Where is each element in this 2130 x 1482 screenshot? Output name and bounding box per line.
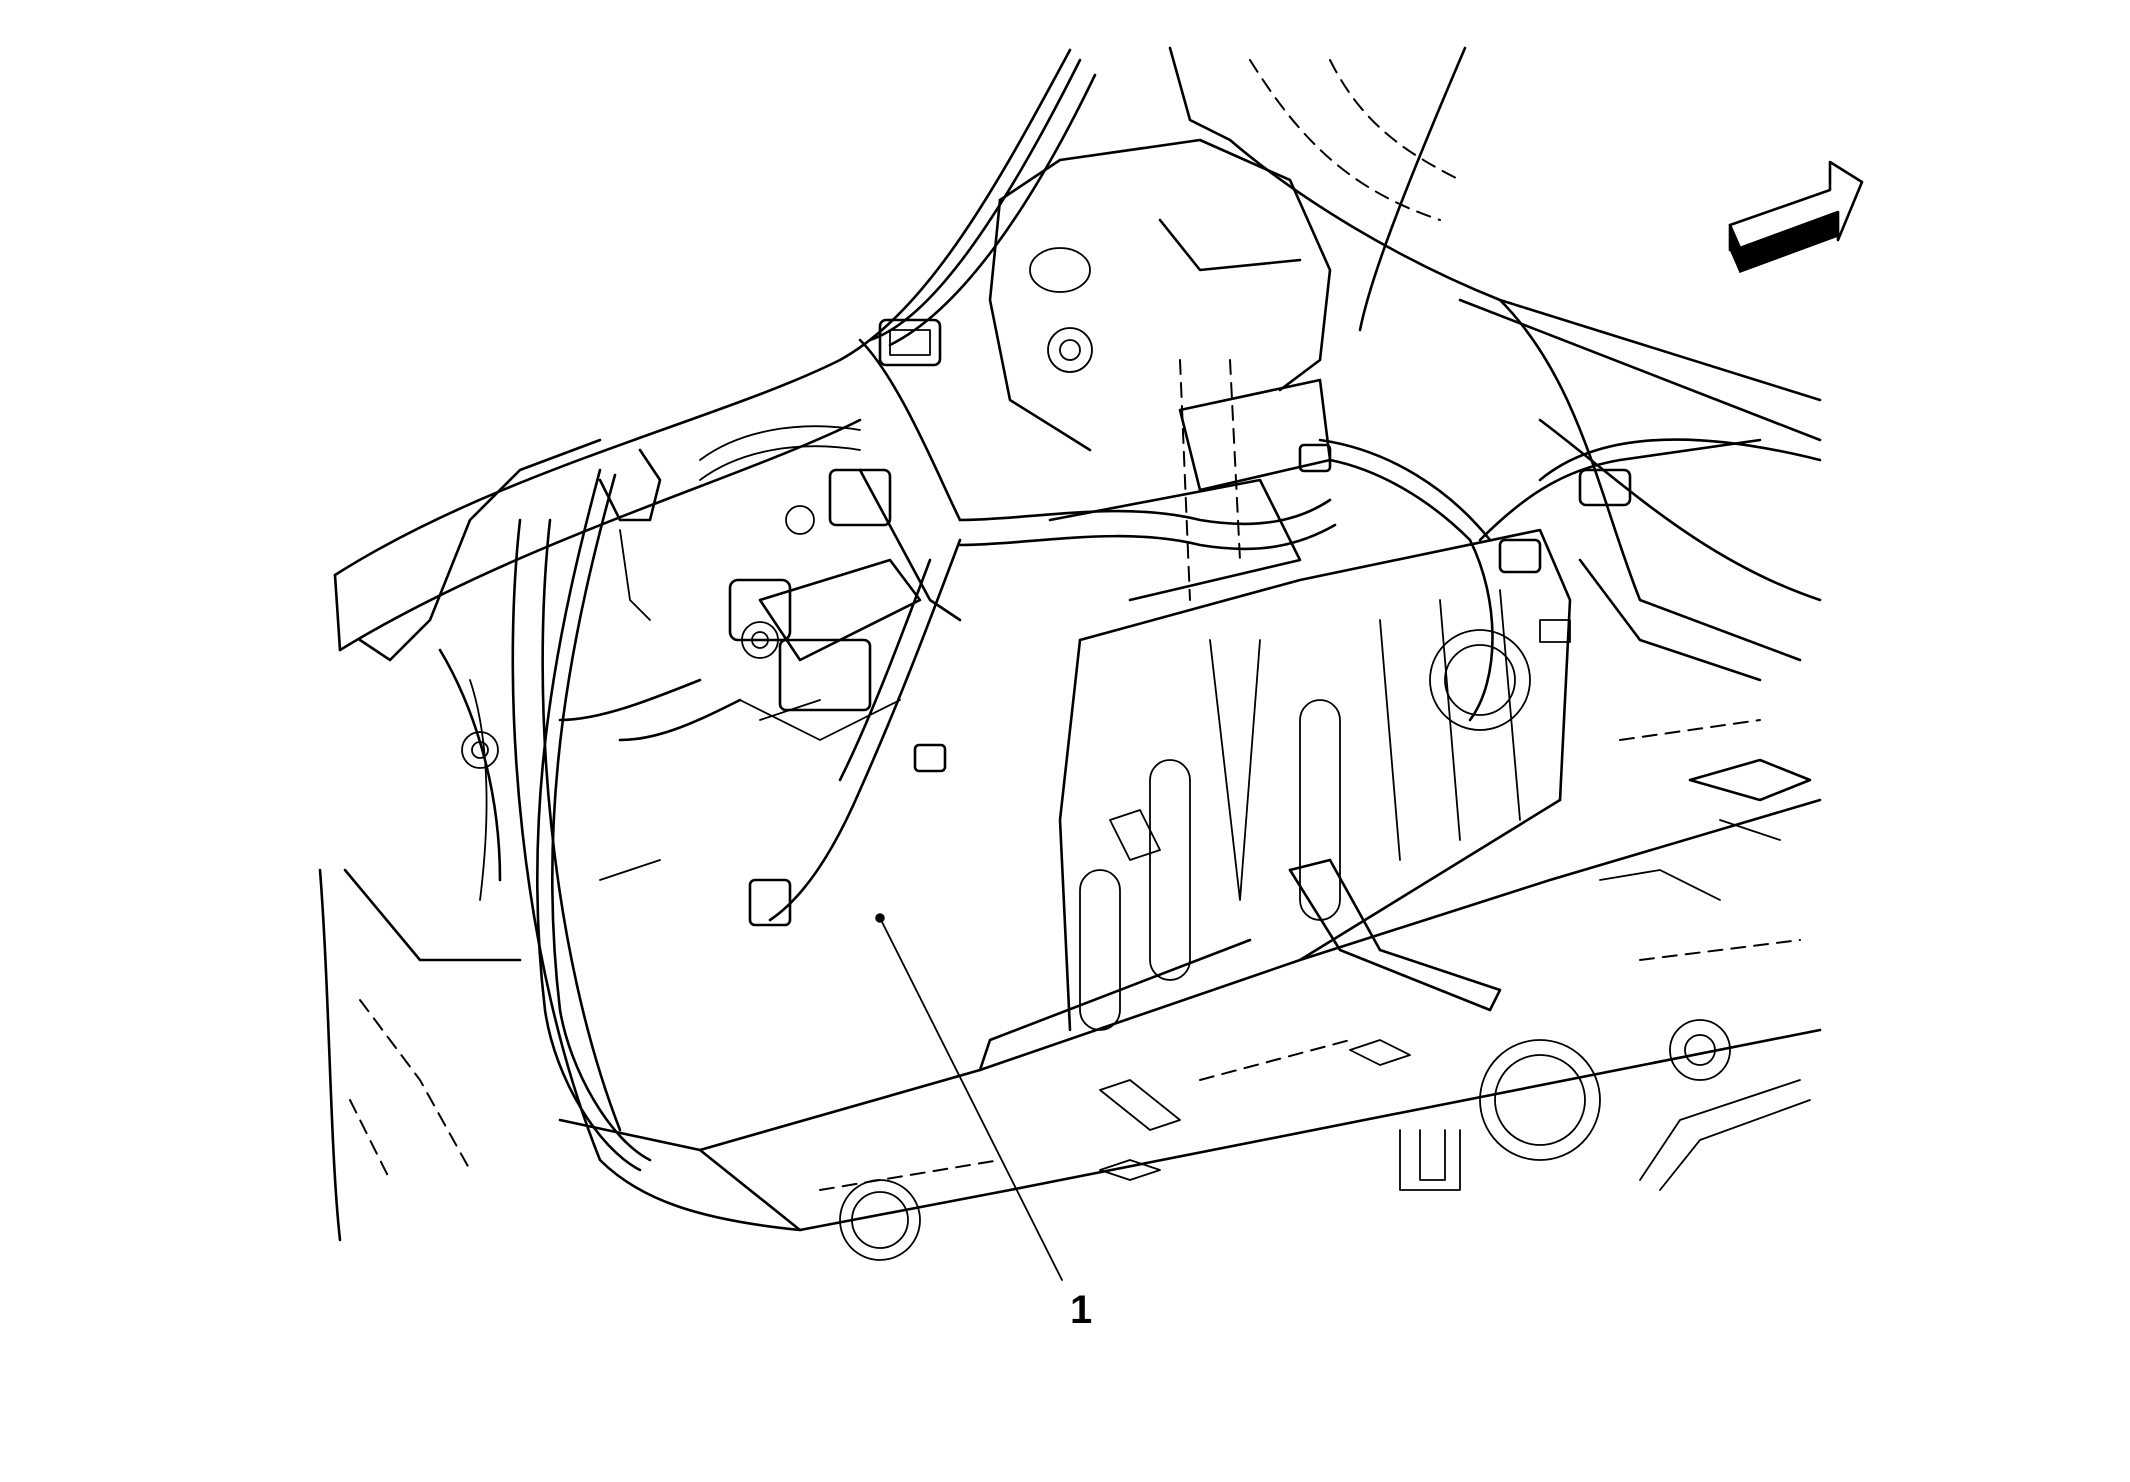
callout-number-1: 1: [1070, 1288, 1093, 1332]
trunk-floor: [558, 798, 1822, 1261]
connectors: [728, 318, 1632, 927]
body-shell: [333, 46, 1822, 652]
left-quarter-panel: [318, 438, 802, 1242]
rear-bulkhead: [988, 138, 1572, 1032]
callout-leader-1: [875, 913, 1063, 1281]
front-of-vehicle-arrow-icon: [1728, 160, 1864, 274]
right-trunk-area: [1498, 298, 1822, 961]
wiring-harness: [535, 338, 1822, 1172]
